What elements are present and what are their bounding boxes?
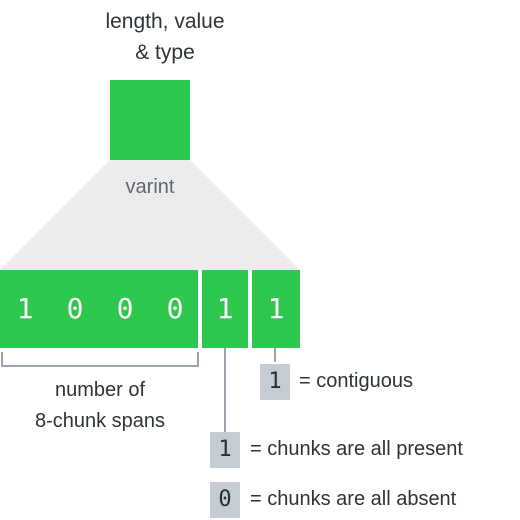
legend-text-present: = chunks are all present <box>250 438 463 460</box>
legend-key-present: 1 <box>210 432 240 468</box>
type-block <box>110 80 190 160</box>
contiguous-flag-segment <box>252 270 300 348</box>
varint-label: varint <box>125 176 175 198</box>
bit-2: 0 <box>116 292 134 325</box>
spans-label-line1: number of <box>54 379 146 401</box>
bit-4: 1 <box>216 292 234 325</box>
spans-bracket <box>1 352 199 367</box>
bit-3: 0 <box>166 292 184 325</box>
span-count-segment <box>0 270 198 348</box>
spans-label: number of 8-chunk spans <box>0 375 200 437</box>
type-label-line1: length, value <box>105 10 225 33</box>
varint-expansion-trapezoid <box>0 160 300 270</box>
type-label: length, value & type <box>60 6 270 68</box>
legend-key-absent: 0 <box>210 482 240 518</box>
bit-1: 0 <box>66 292 84 325</box>
type-label-line2: & type <box>135 41 195 64</box>
legend-text-absent: = chunks are all absent <box>250 488 457 510</box>
bit-0: 1 <box>16 292 34 325</box>
bit-field: 1 0 0 0 1 1 <box>0 270 300 348</box>
spans-label-line2: 8-chunk spans <box>34 410 166 432</box>
legend-key-contiguous: 1 <box>260 364 290 400</box>
bit-5: 1 <box>267 292 285 325</box>
legend-text-contiguous: = contiguous <box>299 370 413 392</box>
present-flag-segment <box>202 270 248 348</box>
